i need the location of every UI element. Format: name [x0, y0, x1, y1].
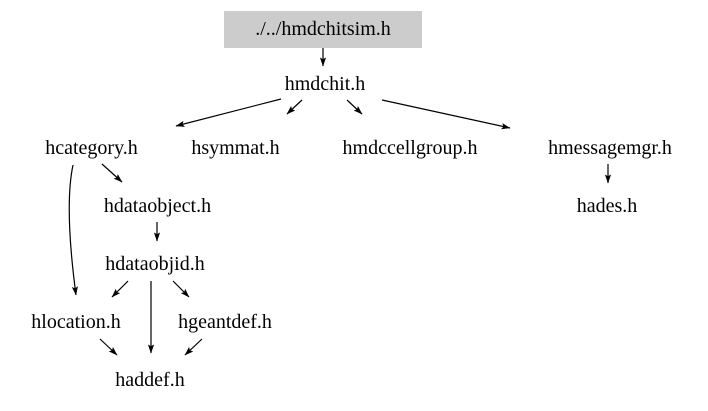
- node-hsymmat[interactable]: hsymmat.h: [174, 138, 297, 158]
- node-hdataobject[interactable]: hdataobject.h: [83, 196, 232, 216]
- edge-hlocation-to-haddef: [99, 338, 118, 356]
- node-hcategory[interactable]: hcategory.h: [28, 138, 155, 158]
- node-hmessagemgr[interactable]: hmessagemgr.h: [527, 138, 693, 158]
- node-hdataobjid[interactable]: hdataobjid.h: [88, 254, 222, 274]
- edge-hdataobjid-to-hgeantdef: [172, 280, 190, 298]
- edge-hdataobjid-to-hlocation: [111, 280, 129, 298]
- node-hmdccellgroup[interactable]: hmdccellgroup.h: [318, 138, 502, 158]
- edge-hcategory-to-hlocation: [68, 164, 78, 296]
- edge-hmdchit-to-hcategory: [175, 98, 282, 127]
- edge-hmdchit-to-hsymmat: [286, 99, 303, 115]
- node-label-hlocation: hlocation.h: [31, 311, 121, 333]
- node-label-hmdchitsim: ./../hmdchitsim.h: [255, 18, 391, 40]
- node-label-hgeantdef: hgeantdef.h: [178, 311, 272, 333]
- node-hades[interactable]: hades.h: [567, 196, 647, 216]
- node-label-hades: hades.h: [576, 195, 638, 217]
- node-label-hdataobject: hdataobject.h: [103, 195, 212, 217]
- node-hgeantdef[interactable]: hgeantdef.h: [160, 312, 290, 332]
- node-label-hsymmat: hsymmat.h: [191, 137, 280, 159]
- node-label-hmessagemgr: hmessagemgr.h: [548, 137, 672, 159]
- edge-hmdchit-to-hmessagemgr: [381, 99, 511, 130]
- node-hmdchit[interactable]: hmdchit.h: [270, 74, 380, 94]
- node-label-hcategory: hcategory.h: [45, 137, 138, 159]
- edge-hgeantdef-to-haddef: [184, 338, 203, 356]
- node-haddef[interactable]: haddef.h: [103, 370, 197, 390]
- node-label-haddef: haddef.h: [115, 369, 185, 391]
- node-hmdchitsim[interactable]: ./../hmdchitsim.h: [224, 11, 422, 48]
- node-label-hmdccellgroup: hmdccellgroup.h: [342, 137, 478, 159]
- edge-hcategory-to-hdataobject: [101, 163, 123, 183]
- node-label-hmdchit: hmdchit.h: [284, 73, 366, 95]
- node-hlocation[interactable]: hlocation.h: [14, 312, 138, 332]
- edge-hmdchit-to-hmdccellgroup: [346, 99, 363, 115]
- node-label-hdataobjid: hdataobjid.h: [105, 253, 205, 275]
